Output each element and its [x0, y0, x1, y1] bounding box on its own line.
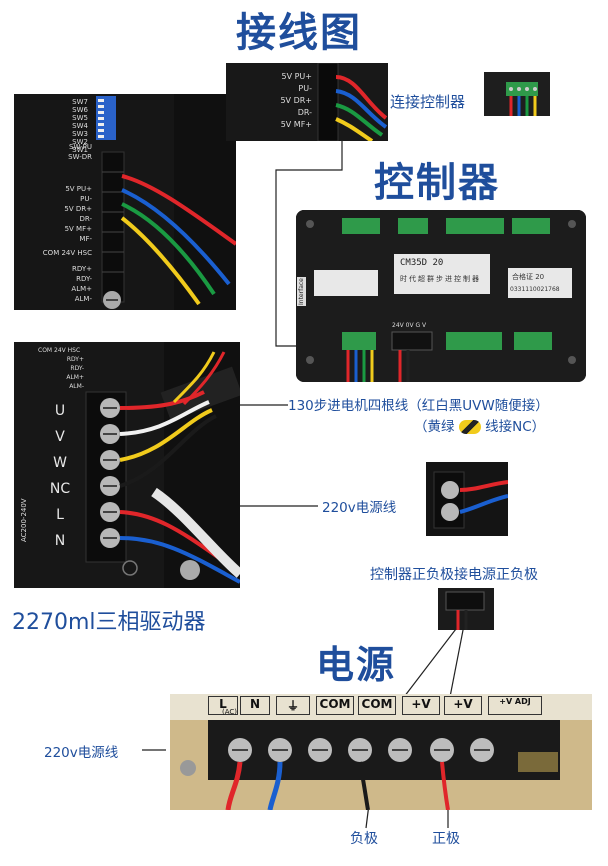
sw-label: SW7 — [72, 98, 88, 106]
positive-label: 正极 — [432, 831, 460, 847]
driver-label: 5V PU+ — [65, 185, 92, 193]
sw-label: SW6 — [72, 106, 88, 114]
negative-label: 负极 — [350, 831, 378, 847]
terminal-l: L — [56, 507, 64, 523]
driver-bottom-svg — [14, 342, 244, 588]
driver-label: 5V DR+ — [64, 205, 92, 213]
signal-label: PU- — [298, 84, 312, 93]
psu-terminal-labels: L N ⏚ COM COM +V +V +V ADJ — [208, 696, 592, 715]
driver-label: ALM- — [74, 295, 92, 303]
driver-photo-top: SW7 SW6 SW5 SW4 SW3 SW2 SW1 SW-PU SW-DR … — [14, 94, 238, 310]
motor-top-com: COM 24V — [38, 347, 66, 354]
driver-name: 2270ml三相驱动器 — [12, 610, 206, 635]
driver-side-labels: SW-PU SW-DR 5V PU+ PU- 5V DR+ DR- 5V MF+… — [38, 142, 92, 304]
page-title: 接线图 — [236, 10, 362, 56]
motor-top-labels: COM 24V HSC RDY+ RDY- ALM+ ALM- — [38, 346, 84, 391]
driver-label: MF- — [79, 235, 92, 243]
motor-wire-note-2b: 线接NC） — [485, 419, 546, 435]
power-title: 电源 — [316, 643, 397, 687]
driver-label: RDY+ — [71, 265, 92, 273]
psu-terminal-com: COM — [316, 696, 354, 715]
controller-photo: CM35D 20 时代超群步进控制器 合格证 20 0331110021768 … — [296, 210, 586, 382]
driver-label: 5V MF+ — [64, 225, 92, 233]
controller-subtitle: 时代超群步进控制器 — [400, 275, 481, 283]
driver-label: RDY- — [76, 275, 92, 283]
psu-terminal-v: +V — [444, 696, 482, 715]
controller-svg — [296, 210, 586, 382]
driver-label: COM 24V HSC — [38, 248, 92, 258]
controller-power-svg — [445, 591, 485, 630]
psu-terminal-n: N — [240, 696, 270, 715]
motor-wire-note-2: （黄绿 线接NC） — [414, 415, 545, 435]
terminal-u: U — [54, 403, 66, 419]
motor-terminal-labels: U V W NC L N — [44, 398, 76, 554]
signal-terminal-zoom: 5V PU+ PU- 5V DR+ DR- 5V MF+ — [226, 62, 388, 143]
psu-photo: L N ⏚ COM COM +V +V +V ADJ (AC) — [170, 694, 592, 811]
power-terminal-thumbnail — [426, 462, 509, 536]
signal-label: DR- — [297, 108, 312, 117]
controller-power-terminal: 24V 0V G V — [392, 322, 427, 329]
ac-range-label: AC200-240V — [20, 498, 28, 542]
driver-label: ALM+ — [71, 285, 92, 293]
driver-label: SW-PU — [69, 143, 92, 151]
signal-labels: 5V PU+ PU- 5V DR+ DR- 5V MF+ — [232, 71, 312, 131]
sw-label-group: SW7 SW6 SW5 SW4 SW3 SW2 SW1 — [48, 98, 88, 154]
controller-power-thumb — [438, 588, 494, 630]
signal-label: 5V MF+ — [280, 120, 312, 129]
driver-label-com: COM 24V — [42, 249, 76, 257]
driver-label: SW-DR — [68, 153, 92, 161]
motor-top-label: COM 24V HSC — [38, 346, 84, 355]
motor-wire-note: 130步进电机四根线（红白黑UVW随便接） — [288, 398, 549, 414]
connector-thumbnail — [484, 72, 550, 116]
signal-label: 5V DR+ — [280, 96, 312, 105]
motor-wire-note-2a: （黄绿 — [414, 419, 455, 435]
connector-thumb-svg — [506, 82, 538, 116]
terminal-v: V — [55, 429, 65, 445]
psu-terminal-com: COM — [358, 696, 396, 715]
psu-ac-label: (AC) — [222, 708, 238, 716]
driver-top-svg — [14, 94, 238, 310]
controller-serial: 0331110021768 — [510, 286, 560, 293]
signal-zoom-svg — [226, 62, 388, 143]
yellow-green-wire-icon — [458, 420, 481, 434]
sw-label: SW1 — [72, 146, 88, 154]
motor-top-label: RDY+ — [66, 356, 84, 363]
terminal-n: N — [54, 533, 66, 549]
sw-label: SW2 — [72, 138, 88, 146]
terminal-nc: NC — [49, 481, 71, 497]
sw-label: SW3 — [72, 130, 88, 138]
controller-title: 控制器 — [374, 160, 500, 206]
controller-model: CM35D 20 — [400, 258, 444, 268]
controller-side-label: Interface — [297, 277, 306, 306]
psu-terminal-v: +V — [402, 696, 440, 715]
driver-photo-bottom: COM 24V HSC RDY+ RDY- ALM+ ALM- U V W NC… — [14, 342, 244, 588]
terminal-w: W — [53, 455, 67, 471]
psu-220-label: 220v电源线 — [44, 745, 119, 761]
controller-power-note: 控制器正负极接电源正负极 — [370, 567, 538, 583]
motor-top-label: ALM+ — [66, 374, 84, 381]
driver-label: DR- — [79, 215, 93, 223]
sw-label: SW5 — [72, 114, 88, 122]
power-220-label: 220v电源线 — [322, 500, 397, 516]
ground-icon: ⏚ — [276, 696, 310, 715]
psu-terminal-l: L — [208, 696, 238, 715]
motor-top-label: RDY- — [70, 365, 84, 372]
driver-label-hsc: HSC — [77, 249, 92, 257]
motor-top-hsc: HSC — [67, 347, 81, 354]
signal-label: 5V PU+ — [281, 72, 313, 81]
power-thumb-svg — [433, 471, 509, 529]
connect-controller-label: 连接控制器 — [390, 93, 466, 111]
controller-qc: 合格证 20 — [512, 273, 545, 281]
driver-label: PU- — [80, 195, 92, 203]
psu-terminal-adj: +V ADJ — [488, 696, 542, 715]
motor-top-label: ALM- — [69, 383, 84, 390]
sw-label: SW4 — [72, 122, 88, 130]
